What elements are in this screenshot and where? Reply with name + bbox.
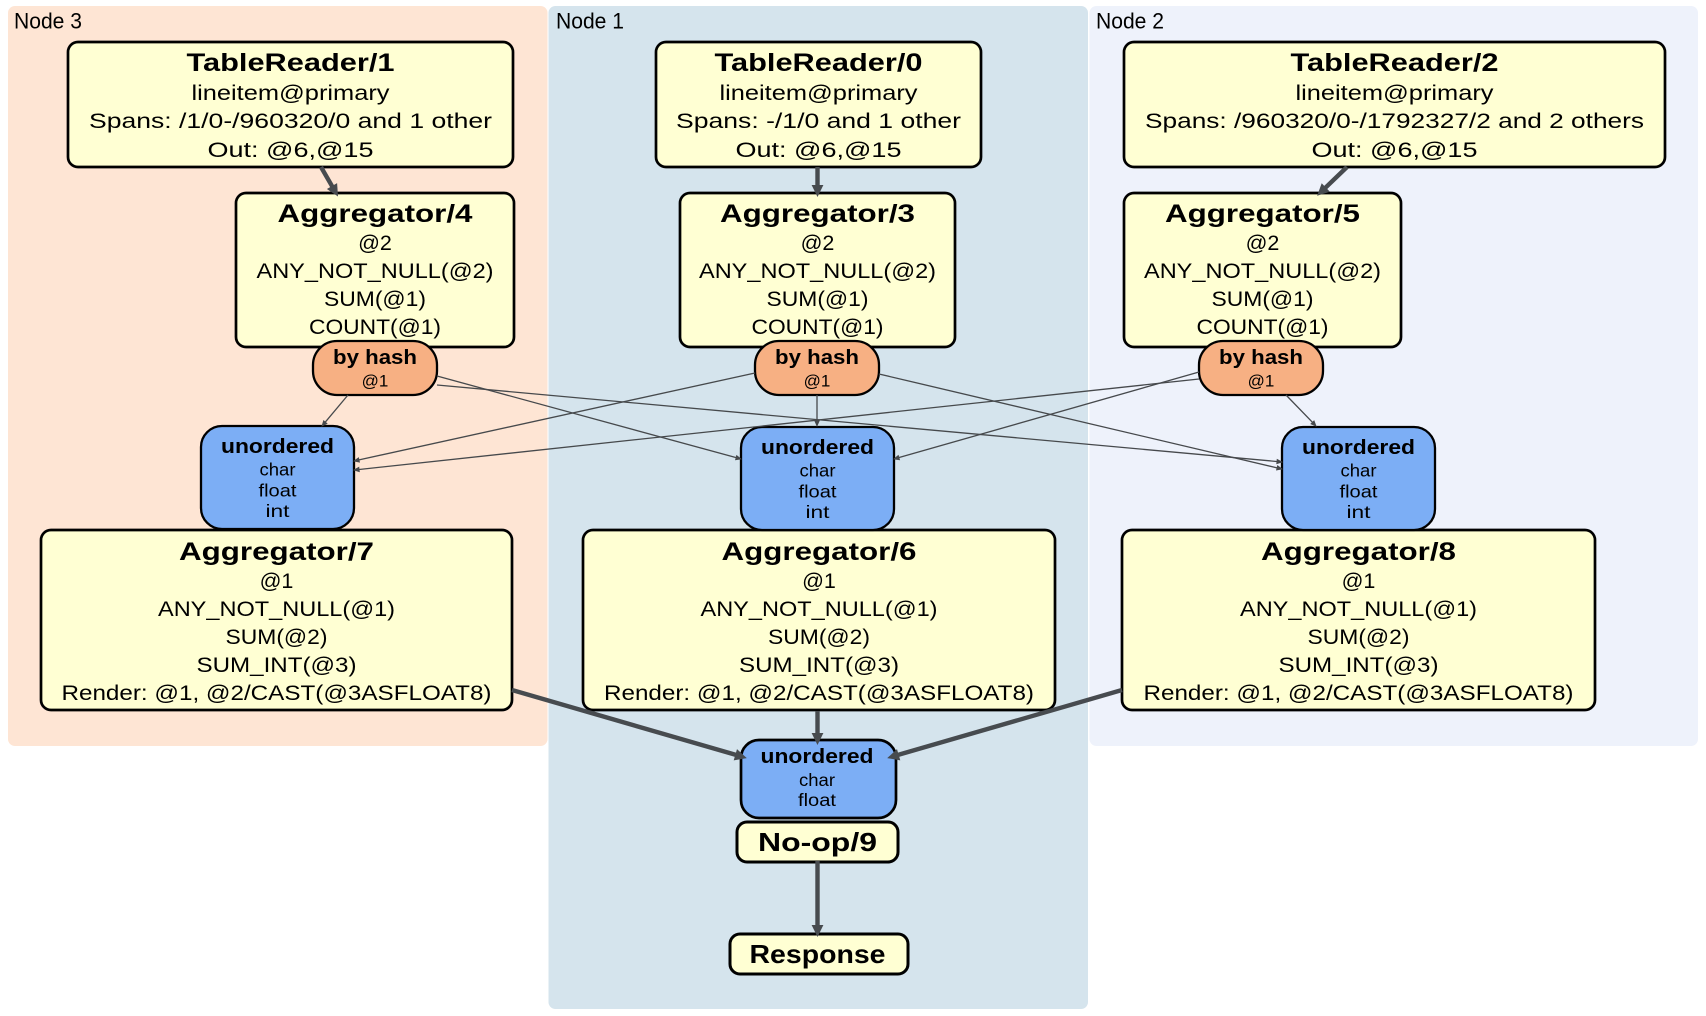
svg-text:TableReader/0: TableReader/0 — [715, 49, 923, 77]
svg-text:Render: @1, @2/CAST(@3ASFLOAT8: Render: @1, @2/CAST(@3ASFLOAT8) — [604, 681, 1034, 705]
svg-text:SUM_INT(@3): SUM_INT(@3) — [197, 653, 357, 677]
svg-text:SUM(@2): SUM(@2) — [768, 625, 870, 649]
svg-text:SUM(@1): SUM(@1) — [767, 287, 869, 311]
svg-text:SUM(@2): SUM(@2) — [226, 625, 328, 649]
svg-text:@2: @2 — [358, 231, 392, 255]
svg-text:COUNT(@1): COUNT(@1) — [752, 315, 884, 339]
svg-text:Response: Response — [750, 939, 886, 969]
svg-text:SUM(@1): SUM(@1) — [324, 287, 426, 311]
svg-text:Aggregator/4: Aggregator/4 — [278, 200, 473, 228]
svg-text:Spans: /960320/0-/1792327/2 an: Spans: /960320/0-/1792327/2 and 2 others — [1145, 109, 1644, 133]
svg-text:Render: @1, @2/CAST(@3ASFLOAT8: Render: @1, @2/CAST(@3ASFLOAT8) — [1144, 681, 1574, 705]
svg-text:@1: @1 — [1342, 569, 1376, 593]
svg-text:ANY_NOT_NULL(@2): ANY_NOT_NULL(@2) — [1144, 259, 1381, 283]
svg-text:lineitem@primary: lineitem@primary — [720, 81, 918, 105]
svg-text:int: int — [266, 501, 290, 521]
svg-text:lineitem@primary: lineitem@primary — [192, 81, 390, 105]
svg-text:Aggregator/6: Aggregator/6 — [722, 538, 917, 566]
svg-text:Aggregator/5: Aggregator/5 — [1165, 200, 1360, 228]
svg-text:unordered: unordered — [1302, 437, 1415, 459]
svg-text:char: char — [800, 461, 836, 481]
svg-text:ANY_NOT_NULL(@1): ANY_NOT_NULL(@1) — [701, 597, 938, 621]
svg-text:SUM(@1): SUM(@1) — [1212, 287, 1314, 311]
svg-text:Spans: -/1/0 and 1 other: Spans: -/1/0 and 1 other — [676, 109, 961, 133]
svg-text:Out: @6,@15: Out: @6,@15 — [1312, 138, 1478, 162]
svg-text:Aggregator/7: Aggregator/7 — [179, 538, 374, 566]
svg-text:unordered: unordered — [221, 436, 334, 458]
svg-text:float: float — [799, 482, 837, 502]
svg-text:Out: @6,@15: Out: @6,@15 — [208, 138, 374, 162]
svg-text:SUM(@2): SUM(@2) — [1308, 625, 1410, 649]
svg-text:@1: @1 — [362, 372, 389, 391]
svg-text:ANY_NOT_NULL(@2): ANY_NOT_NULL(@2) — [699, 259, 936, 283]
svg-text:@1: @1 — [1248, 372, 1275, 391]
svg-text:int: int — [806, 502, 830, 522]
svg-text:COUNT(@1): COUNT(@1) — [1197, 315, 1329, 339]
svg-text:char: char — [799, 770, 835, 790]
svg-text:Node 1: Node 1 — [556, 9, 624, 34]
svg-text:by hash: by hash — [1219, 347, 1303, 369]
svg-text:Aggregator/3: Aggregator/3 — [720, 200, 915, 228]
svg-text:SUM_INT(@3): SUM_INT(@3) — [1279, 653, 1439, 677]
svg-text:Spans: /1/0-/960320/0 and 1 ot: Spans: /1/0-/960320/0 and 1 other — [89, 109, 492, 133]
svg-text:lineitem@primary: lineitem@primary — [1296, 81, 1494, 105]
svg-text:ANY_NOT_NULL(@2): ANY_NOT_NULL(@2) — [257, 259, 494, 283]
svg-text:@2: @2 — [1246, 231, 1280, 255]
svg-text:char: char — [260, 460, 296, 480]
svg-text:by hash: by hash — [775, 347, 859, 369]
svg-text:COUNT(@1): COUNT(@1) — [309, 315, 441, 339]
svg-text:ANY_NOT_NULL(@1): ANY_NOT_NULL(@1) — [158, 597, 395, 621]
svg-text:char: char — [1341, 461, 1377, 481]
svg-text:float: float — [259, 481, 297, 501]
svg-text:by hash: by hash — [333, 347, 417, 369]
svg-text:unordered: unordered — [761, 437, 874, 459]
svg-text:Node 3: Node 3 — [14, 9, 82, 34]
svg-text:@2: @2 — [801, 231, 835, 255]
svg-text:TableReader/2: TableReader/2 — [1291, 49, 1499, 77]
svg-text:SUM_INT(@3): SUM_INT(@3) — [739, 653, 899, 677]
svg-text:Out: @6,@15: Out: @6,@15 — [736, 138, 902, 162]
svg-text:No-op/9: No-op/9 — [758, 827, 877, 857]
svg-text:Aggregator/8: Aggregator/8 — [1261, 538, 1456, 566]
svg-text:unordered: unordered — [761, 746, 874, 768]
svg-text:@1: @1 — [804, 372, 831, 391]
svg-text:float: float — [798, 790, 836, 810]
svg-text:Render: @1, @2/CAST(@3ASFLOAT8: Render: @1, @2/CAST(@3ASFLOAT8) — [62, 681, 492, 705]
svg-text:float: float — [1340, 482, 1378, 502]
svg-text:TableReader/1: TableReader/1 — [187, 49, 395, 77]
svg-text:Node 2: Node 2 — [1096, 9, 1164, 34]
svg-text:@1: @1 — [260, 569, 294, 593]
svg-text:ANY_NOT_NULL(@1): ANY_NOT_NULL(@1) — [1240, 597, 1477, 621]
svg-text:int: int — [1347, 502, 1371, 522]
svg-text:@1: @1 — [802, 569, 836, 593]
